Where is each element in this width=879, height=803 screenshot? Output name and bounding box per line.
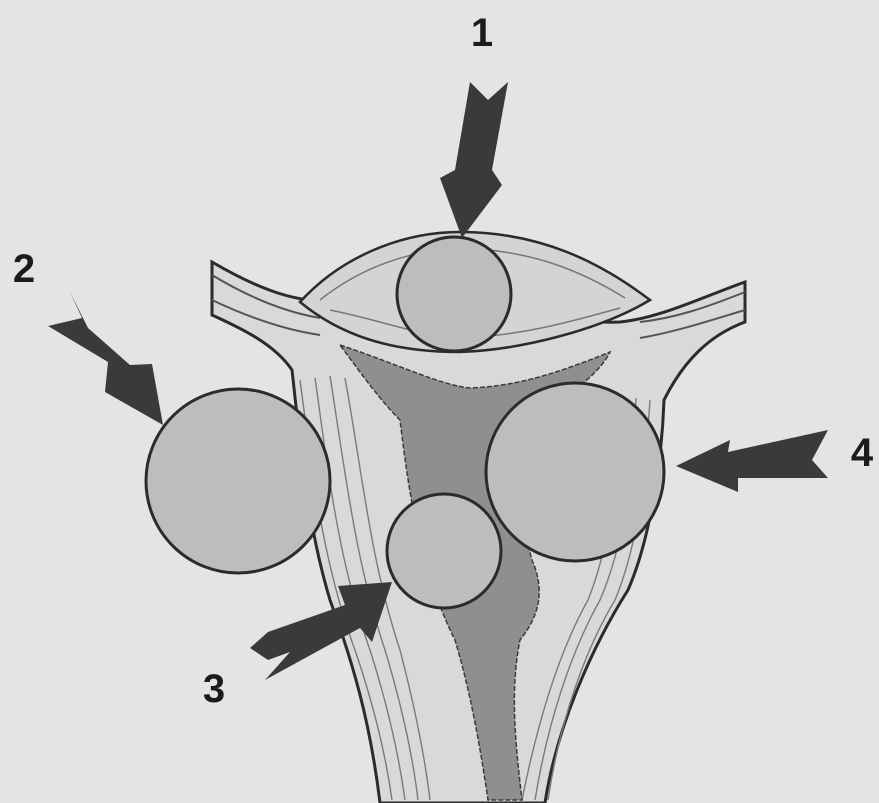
intramural-fibroid-node bbox=[486, 383, 664, 561]
label-2: 2 bbox=[13, 247, 35, 291]
subserous-fibroid-node bbox=[397, 237, 511, 351]
submucous-fibroid-node bbox=[387, 494, 501, 608]
label-4: 4 bbox=[851, 431, 874, 475]
label-1: 1 bbox=[471, 11, 493, 55]
label-3: 3 bbox=[203, 667, 225, 711]
pedunculated-fibroid-node bbox=[146, 389, 330, 573]
